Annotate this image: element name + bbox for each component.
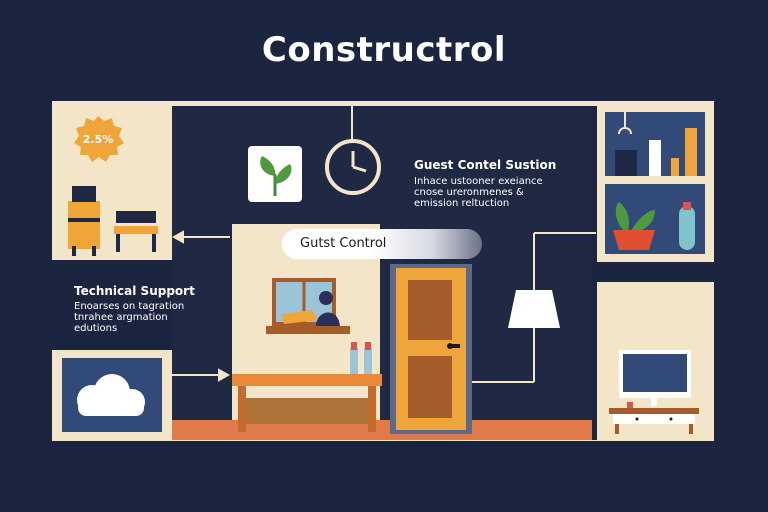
right-gap-side <box>592 106 597 440</box>
hanging-lamp-icon <box>618 112 632 135</box>
tall-chair-icon <box>68 186 100 256</box>
room-floor <box>172 420 592 440</box>
badge-panel: 2.5% <box>56 106 168 258</box>
door-illustration <box>390 264 472 434</box>
box-icon <box>615 150 637 176</box>
guest-section-line-2: cnose ureronmenes & <box>414 187 524 198</box>
guest-section-line-3: emission reltuction <box>414 198 510 209</box>
diagram-title: Constructrol <box>261 30 507 70</box>
clock-icon <box>325 139 381 195</box>
badge-chair-illustration <box>68 116 158 256</box>
shelf-illustration <box>605 112 705 254</box>
cloud-panel <box>56 352 168 438</box>
tv-icon <box>619 350 691 406</box>
arrow-head-left <box>171 230 184 244</box>
person-icon <box>316 291 340 326</box>
book-icon-1 <box>649 140 661 176</box>
lamp-icon <box>508 290 560 328</box>
vase-icon <box>679 202 695 250</box>
bottle-icon-2 <box>364 342 372 376</box>
badge-text: 2.5% <box>82 133 114 146</box>
tv-stand-drawer <box>613 414 695 424</box>
desk-icon <box>282 310 318 324</box>
right-gap <box>592 262 714 282</box>
book-icon-3 <box>685 128 697 176</box>
cloud-icon <box>77 374 145 416</box>
shelf-panel <box>597 106 711 260</box>
cup-icon <box>627 402 633 408</box>
technical-support-line-1: Enoarses on tagration <box>74 301 185 312</box>
cloud-monitor-illustration <box>62 358 162 432</box>
table-illustration <box>232 342 382 432</box>
guest-section-line-1: Inhace ustooner exeiance <box>414 176 543 187</box>
tv-panel <box>597 284 711 438</box>
bottle-icon-1 <box>350 342 358 376</box>
technical-support-line-2: tnrahee argmation <box>74 312 168 323</box>
guest-control-pill[interactable]: Gutst Control <box>282 229 482 259</box>
technical-support-line-3: edutions <box>74 323 118 334</box>
potted-plant-icon <box>613 202 655 250</box>
guest-section-title: Guest Contel Sustion <box>414 158 557 172</box>
plant-card <box>248 146 302 202</box>
door-handle-icon <box>448 344 460 348</box>
percent-badge-icon <box>74 116 124 162</box>
tv-stand-top <box>609 408 699 414</box>
leaf-icon <box>260 156 292 196</box>
left-gap <box>52 260 172 350</box>
technical-support-title: Technical Support <box>74 284 195 298</box>
bench-icon <box>114 211 158 252</box>
arrow-head-right <box>218 368 231 382</box>
guest-section-block: Guest Contel Sustion Inhace ustooner exe… <box>414 158 594 209</box>
book-icon-2 <box>671 158 679 176</box>
technical-support-block: Technical Support Enoarses on tagration … <box>74 284 204 334</box>
window-illustration <box>266 278 350 334</box>
tv-illustration <box>609 350 699 434</box>
